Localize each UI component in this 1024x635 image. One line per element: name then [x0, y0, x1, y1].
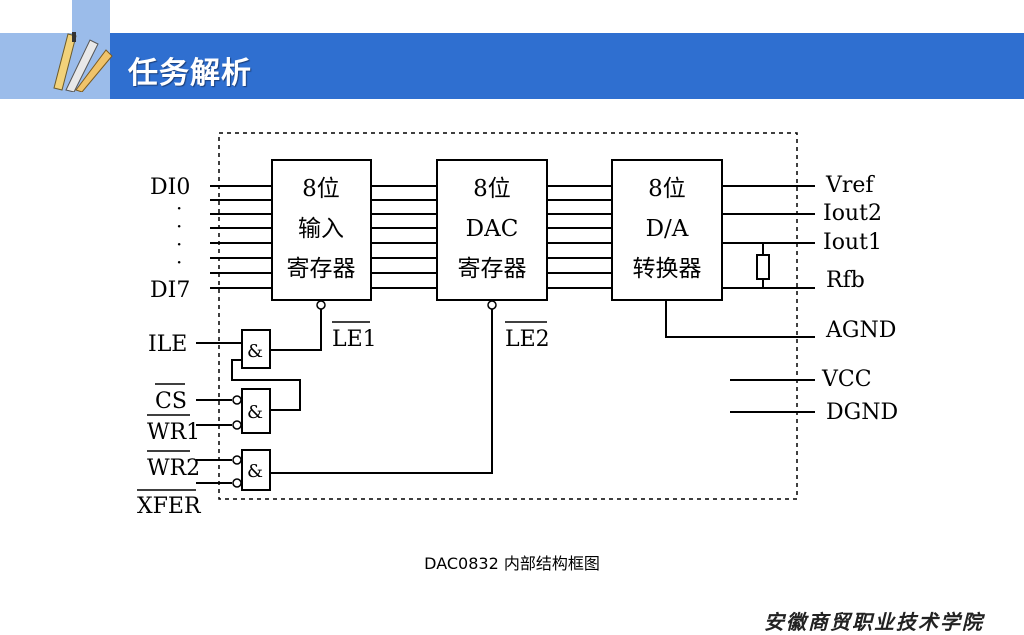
and-gate-1-symbol: &: [247, 341, 263, 362]
register-to-dac-bus: [371, 185, 437, 289]
iout2-label: Iout2: [823, 201, 882, 226]
and-gate-1: [241, 329, 271, 369]
header-bar: [0, 33, 1024, 99]
wr1-inverter-bubble: [232, 420, 242, 430]
iout1-label: Iout1: [823, 230, 882, 255]
dgnd-label: DGND: [826, 400, 898, 425]
and-gate-2: [241, 388, 271, 434]
feedback-resistor: [756, 254, 770, 280]
xfer-inverter-bubble: [232, 478, 242, 488]
chip-outline: [218, 132, 798, 500]
converter-output-lines: [665, 185, 815, 413]
control-wiring: [196, 309, 493, 484]
wr2-inverter-bubble: [232, 455, 242, 465]
dac-register-label-1: 8位: [473, 176, 511, 202]
pen-ruler-icon: [53, 32, 113, 92]
dac-register-label-2: DAC: [466, 216, 519, 242]
da-converter-label-1: 8位: [648, 176, 686, 202]
le2-label: LE2: [505, 327, 550, 352]
le1-label: LE1: [332, 327, 377, 352]
input-data-bus: [210, 185, 272, 289]
and-gate-3: [241, 449, 271, 491]
le1-bubble: [316, 300, 326, 310]
rfb-label: Rfb: [826, 268, 865, 293]
dac-to-converter-bus: [547, 185, 612, 289]
input-register-label-3: 寄存器: [287, 256, 356, 282]
school-logo-text: 安徽商贸职业技术学院: [764, 610, 984, 634]
cs-label: CS: [155, 389, 187, 414]
di-ellipsis: ·: [176, 214, 182, 238]
wr2-label: WR2: [147, 456, 200, 481]
and-gate-2-symbol: &: [247, 402, 263, 423]
and-gate-3-symbol: &: [247, 461, 263, 482]
di-ellipsis: ·: [176, 232, 182, 256]
input-register-label-2: 输入: [298, 216, 344, 242]
input-register-label-1: 8位: [302, 176, 340, 202]
di7-label: DI7: [150, 278, 190, 303]
da-converter-block: [611, 159, 723, 301]
dac-register-label-3: 寄存器: [458, 256, 527, 282]
le2-bubble: [487, 300, 497, 310]
wr1-label: WR1: [147, 420, 200, 445]
page-title: 任务解析: [128, 56, 252, 91]
da-converter-label-2: D/A: [646, 216, 689, 242]
di-ellipsis: ·: [176, 250, 182, 274]
da-converter-label-3: 转换器: [633, 256, 702, 282]
input-register-block: [271, 159, 372, 301]
ile-label: ILE: [148, 332, 187, 357]
xfer-label: XFER: [137, 494, 202, 519]
di-ellipsis: ·: [176, 196, 182, 220]
cs-inverter-bubble: [232, 395, 242, 405]
vcc-label: VCC: [821, 367, 872, 392]
agnd-label: AGND: [825, 318, 896, 343]
dac-register-block: [436, 159, 548, 301]
diagram-caption: DAC0832 内部结构框图: [424, 554, 600, 573]
di0-label: DI0: [150, 175, 190, 200]
vref-label: Vref: [825, 173, 875, 198]
header-accent-square: [72, 0, 110, 33]
